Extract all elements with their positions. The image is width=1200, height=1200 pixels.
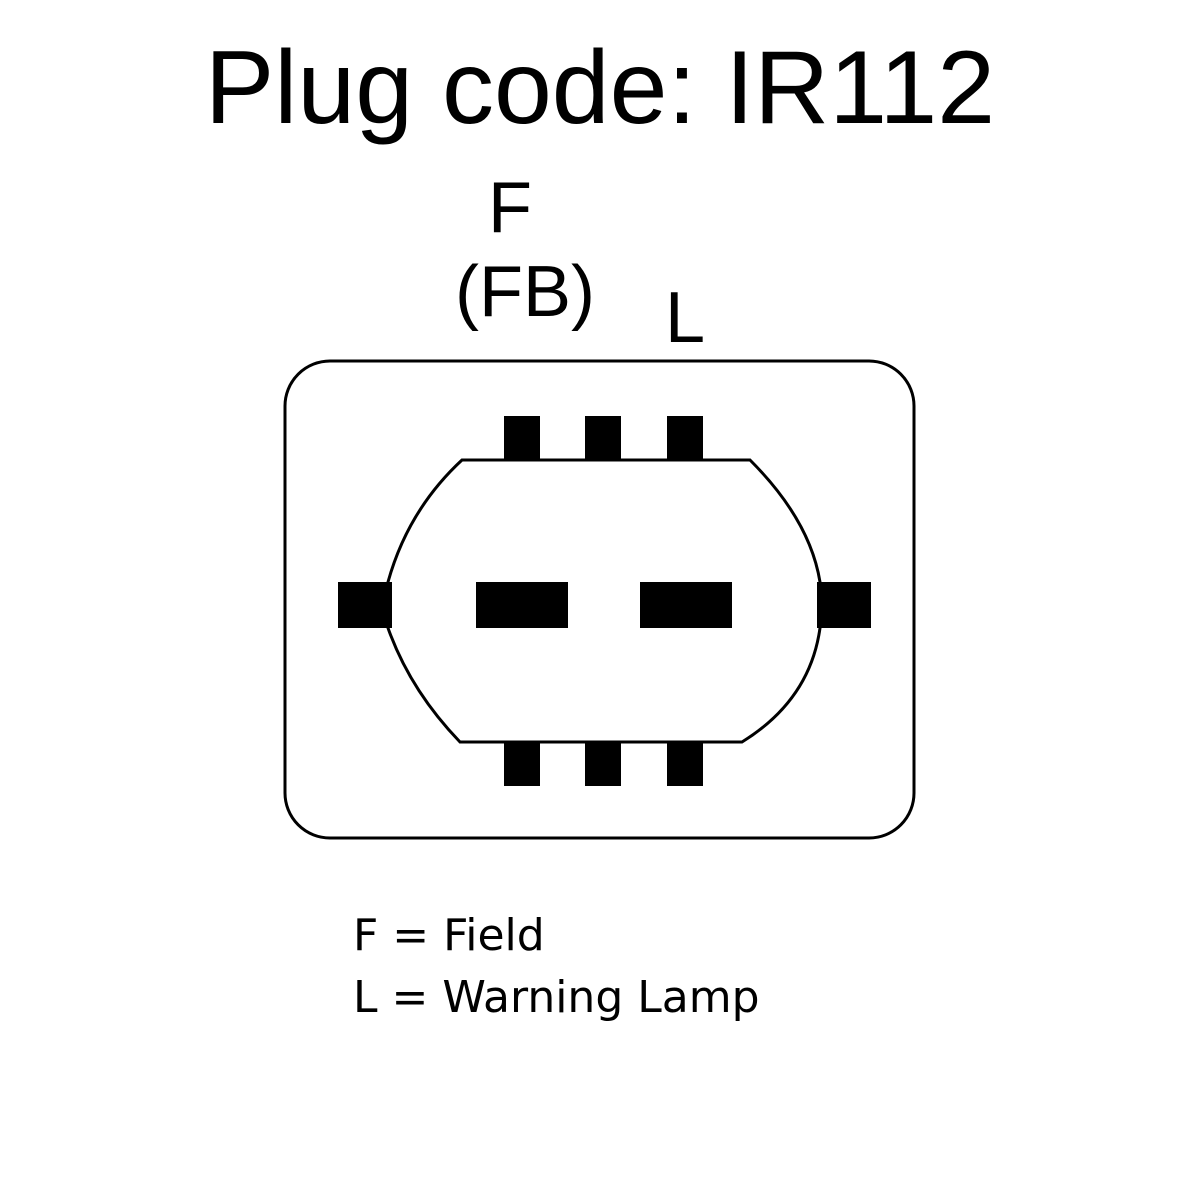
- legend-item-warning-lamp: L = Warning Lamp: [353, 972, 760, 1023]
- bottom-tab-1: [504, 742, 540, 786]
- legend: F = Field L = Warning Lamp: [353, 905, 760, 1029]
- pin-label-f: F: [488, 168, 532, 248]
- terminal-f: [476, 582, 568, 628]
- pin-label-fb: (FB): [455, 252, 595, 332]
- top-tab-1: [504, 416, 540, 460]
- left-side-tab: [338, 582, 392, 628]
- top-tab-2: [585, 416, 621, 460]
- bottom-tab-2: [585, 742, 621, 786]
- socket-outline: [386, 458, 822, 744]
- pin-label-l: L: [664, 278, 706, 358]
- right-side-tab: [817, 582, 871, 628]
- terminal-l: [640, 582, 732, 628]
- diagram-title: Plug code: IR112: [204, 30, 996, 146]
- legend-item-field: F = Field: [353, 910, 545, 961]
- plug-housing: [283, 359, 916, 840]
- bottom-tab-3: [667, 742, 703, 786]
- top-tab-3: [667, 416, 703, 460]
